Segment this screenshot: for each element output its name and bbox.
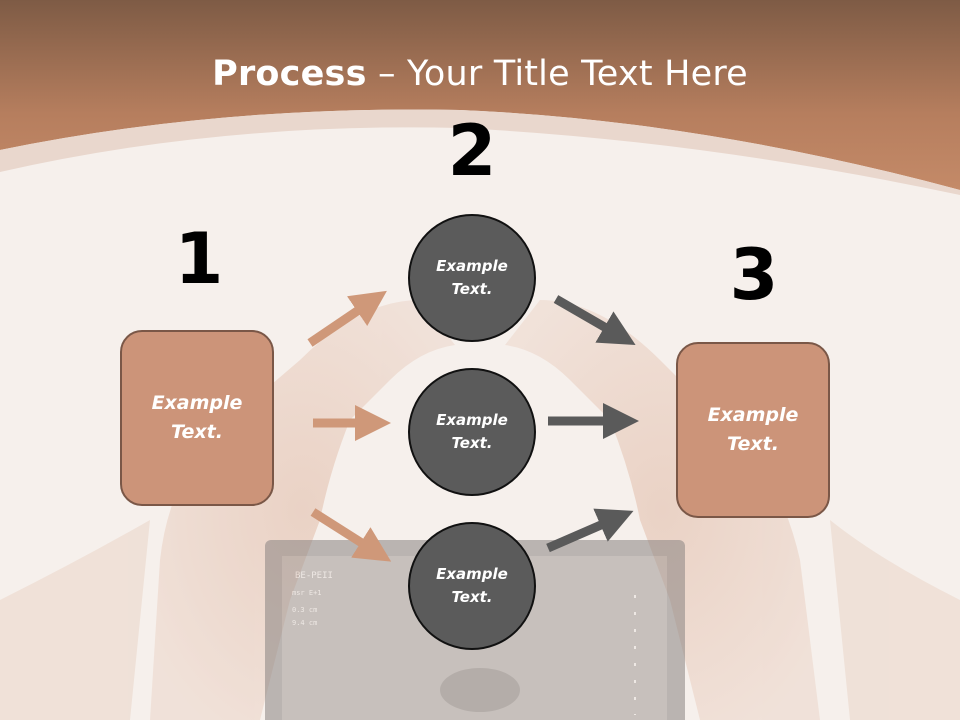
arrow-top-to-right xyxy=(553,295,636,346)
title-rest: – Your Title Text Here xyxy=(366,54,748,94)
hands-illustration xyxy=(0,300,960,720)
arrow-bottom-to-right xyxy=(546,508,634,553)
monitor-line-4: 9.4 cm xyxy=(292,619,317,627)
circle-middle[interactable]: Example Text. xyxy=(408,368,536,496)
left-box-text: Example Text. xyxy=(151,392,243,443)
step-number-2: 2 xyxy=(447,110,497,192)
arrow-left-to-top xyxy=(307,290,387,347)
monitor-line-1: BE-PEII xyxy=(295,571,333,581)
monitor-line-3: 0.3 cm xyxy=(292,606,317,614)
right-box-text: Example Text. xyxy=(707,404,799,455)
right-text-box[interactable]: Example Text. xyxy=(676,342,830,518)
circle-bottom[interactable]: Example Text. xyxy=(408,522,536,650)
slide-title: Process – Your Title Text Here xyxy=(0,54,960,94)
header-band xyxy=(0,0,960,190)
header-wave xyxy=(0,109,960,195)
circle-top-text: Example Text. xyxy=(436,257,508,298)
circle-middle-text: Example Text. xyxy=(436,411,508,452)
step-number-3: 3 xyxy=(729,234,779,316)
monitor-line-2: msr E+1 xyxy=(292,589,322,597)
circle-bottom-text: Example Text. xyxy=(436,565,508,606)
arrow-left-to-bottom xyxy=(310,508,392,562)
left-text-box[interactable]: Example Text. xyxy=(120,330,274,506)
title-bold: Process xyxy=(212,54,367,94)
circle-top[interactable]: Example Text. xyxy=(408,214,536,342)
step-number-1: 1 xyxy=(174,218,224,300)
